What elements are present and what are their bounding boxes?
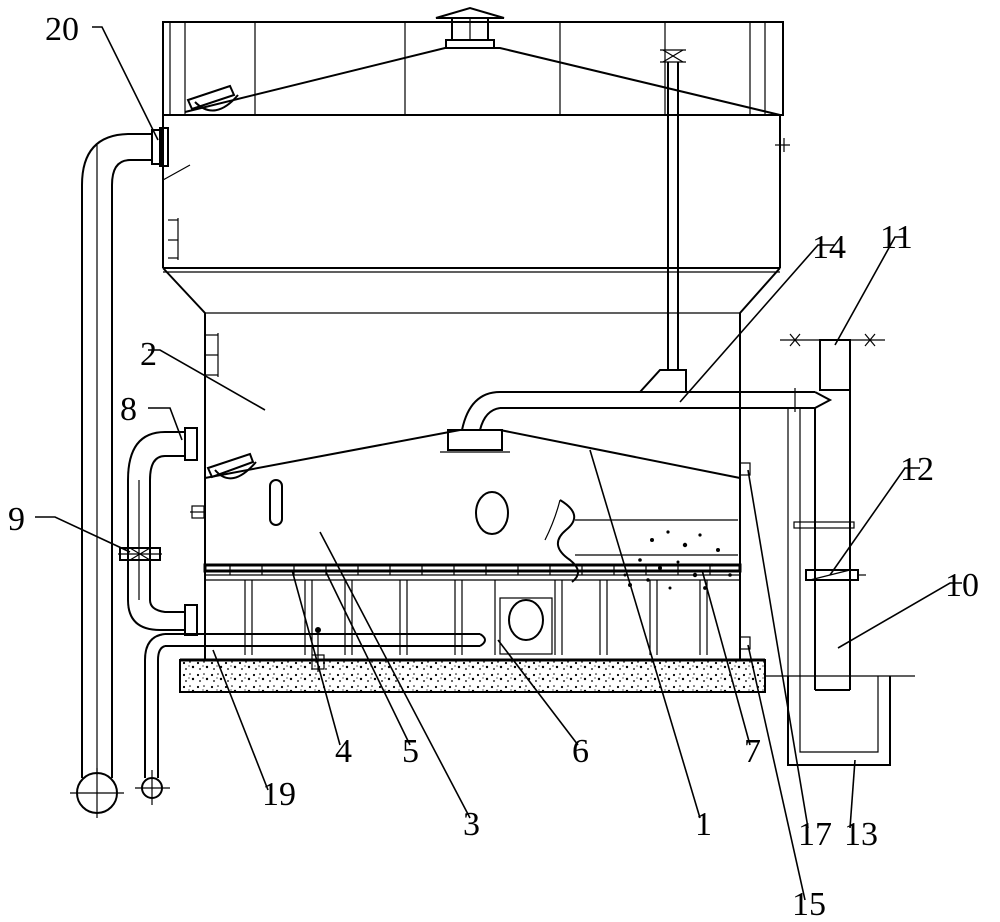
filter-media-particles [623,530,732,590]
label-10: 10 [945,567,979,604]
outlet-pipe [461,388,833,431]
label-6: 6 [572,733,589,770]
right-pipe [780,333,885,691]
label-8: 8 [120,391,137,428]
left-mid-pipe [118,427,205,636]
label-12: 12 [900,451,934,488]
bottom-pipe [135,627,486,805]
label-13: 13 [844,816,878,853]
sump-pit [787,676,891,766]
part-labels: 20 2 8 9 14 11 12 10 19 4 5 6 7 3 1 17 1… [8,11,979,922]
tank-body [162,114,790,660]
vent-cap [435,6,505,49]
label-5: 5 [402,733,419,770]
label-4: 4 [335,733,352,770]
roof-housing [162,6,784,116]
label-2: 2 [140,336,157,373]
left-tall-pipe [70,127,169,818]
roof-drop-pipe [637,49,687,393]
roof-manhole [186,84,239,112]
inner-cover [204,429,751,650]
label-9: 9 [8,501,25,538]
label-14: 14 [812,229,846,266]
label-1: 1 [695,806,712,843]
label-11: 11 [880,219,913,256]
label-20: 20 [45,11,79,48]
label-3: 3 [463,806,480,843]
leader-lines [35,26,962,901]
foundation [179,658,915,693]
label-15: 15 [792,886,826,922]
label-7: 7 [744,733,761,770]
label-17: 17 [798,816,832,853]
filter-plate [203,563,742,655]
label-19: 19 [262,776,296,813]
